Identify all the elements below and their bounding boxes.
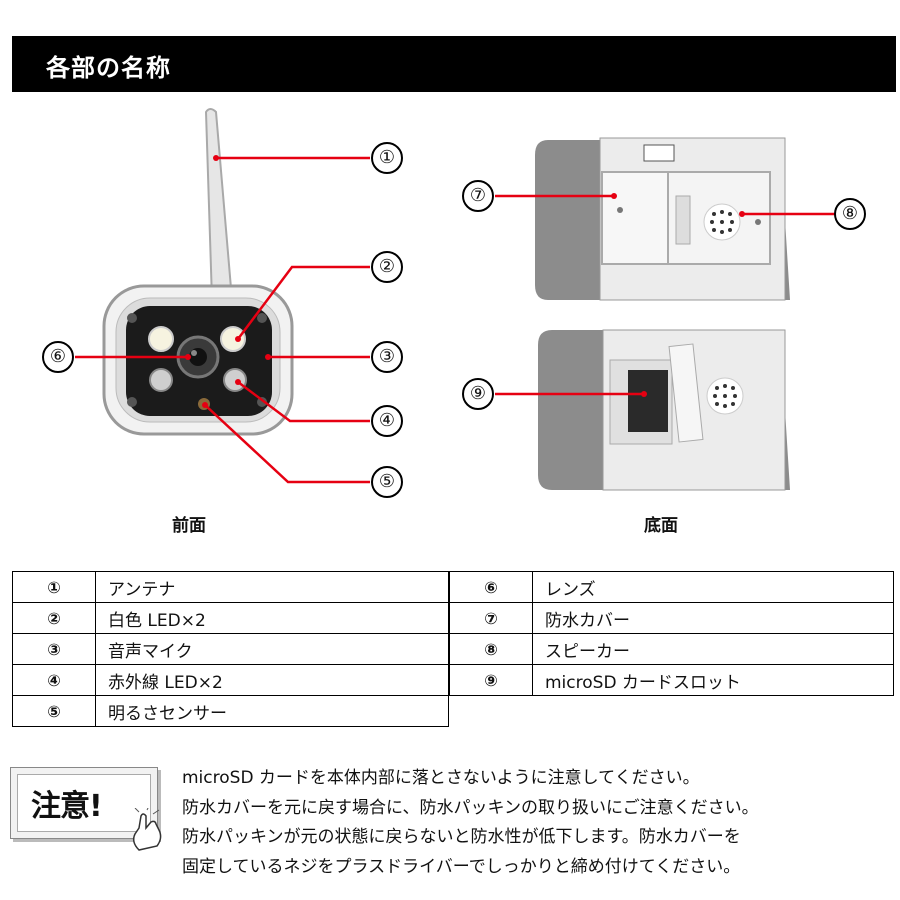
callout-6: ⑥ (42, 341, 74, 373)
part-name: 明るさセンサー (95, 695, 449, 727)
part-number: ⑥ (449, 571, 533, 603)
pointing-hand-icon (132, 808, 162, 851)
section-title: 各部の名称 (46, 54, 171, 82)
caution-badge: 注意! (10, 767, 162, 851)
part-name: レンズ (532, 571, 894, 603)
section-header: 各部の名称 (12, 36, 896, 92)
front-camera-image (75, 108, 370, 484)
callout-5: ⑤ (371, 466, 403, 498)
table-row: ⑥ レンズ (449, 571, 894, 603)
notice-line-3: 防水パッキンが元の状態に戻らないと防水性が低下します。防水カバーを (182, 827, 741, 847)
callout-2: ② (371, 251, 403, 283)
notice-line-4: 固定しているネジをプラスドライバーでしっかりと締め付けてください。 (182, 857, 741, 877)
notice-line-1: microSD カードを本体内部に落とさないように注意してください。 (182, 768, 700, 788)
bottom-camera-image (495, 137, 838, 491)
caution-label: 注意! (31, 789, 103, 824)
part-number: ③ (12, 633, 96, 665)
notice-line-2: 防水カバーを元に戻す場合に、防水パッキンの取り扱いにご注意ください。 (182, 798, 759, 818)
bottom-caption: 底面 (644, 516, 678, 536)
callout-7: ⑦ (462, 180, 494, 212)
table-row: ③ 音声マイク (12, 633, 449, 665)
part-number: ① (12, 571, 96, 603)
part-name: microSD カードスロット (532, 664, 894, 696)
table-row: ⑦ 防水カバー (449, 602, 894, 634)
part-number: ⑧ (449, 633, 533, 665)
callout-1: ① (371, 142, 403, 174)
part-name: スピーカー (532, 633, 894, 665)
front-caption: 前面 (172, 516, 206, 536)
table-row: ⑨ microSD カードスロット (449, 664, 894, 696)
part-number: ④ (12, 664, 96, 696)
table-row: ④ 赤外線 LED×2 (12, 664, 449, 696)
callout-3: ③ (371, 341, 403, 373)
part-name: アンテナ (95, 571, 449, 603)
part-name: 音声マイク (95, 633, 449, 665)
part-name: 白色 LED×2 (95, 602, 449, 634)
callout-9: ⑨ (462, 378, 494, 410)
callout-8: ⑧ (834, 198, 866, 230)
parts-table-left: ① アンテナ ② 白色 LED×2 ③ 音声マイク ④ 赤外線 LED×2 ⑤ … (12, 571, 449, 727)
table-row: ⑧ スピーカー (449, 633, 894, 665)
part-number: ⑨ (449, 664, 533, 696)
part-number: ⑤ (12, 695, 96, 727)
part-number: ⑦ (449, 602, 533, 634)
part-number: ② (12, 602, 96, 634)
part-name: 赤外線 LED×2 (95, 664, 449, 696)
table-row: ① アンテナ (12, 571, 449, 603)
table-row: ② 白色 LED×2 (12, 602, 449, 634)
parts-table-right: ⑥ レンズ ⑦ 防水カバー ⑧ スピーカー ⑨ microSD カードスロット (449, 571, 894, 696)
callout-4: ④ (371, 405, 403, 437)
table-row: ⑤ 明るさセンサー (12, 695, 449, 727)
part-name: 防水カバー (532, 602, 894, 634)
